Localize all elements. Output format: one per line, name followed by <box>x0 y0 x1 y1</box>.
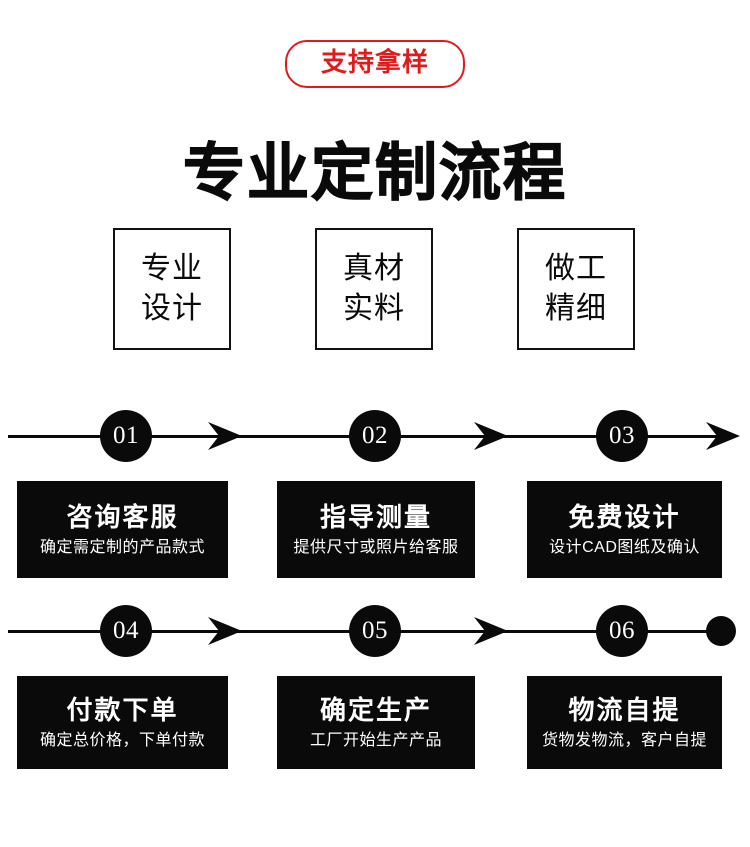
flow-row-first: 01 02 03 <box>0 410 750 462</box>
feature-box-fine-workmanship: 做工 精细 <box>517 228 635 350</box>
step-cards-row-first: 咨询客服 确定需定制的产品款式 指导测量 提供尺寸或照片给客服 免费设计 设计C… <box>0 481 750 578</box>
feature-line-2: 精细 <box>545 292 607 325</box>
step-card-confirm-production: 确定生产 工厂开始生产产品 <box>277 676 475 769</box>
step-card-title: 物流自提 <box>568 695 681 726</box>
step-number-badge-05: 05 <box>349 605 401 657</box>
arrow-right-icon <box>474 420 508 452</box>
step-number-badge-06: 06 <box>596 605 648 657</box>
feature-line-2: 设计 <box>141 292 203 325</box>
step-card-subtitle: 提供尺寸或照片给客服 <box>293 538 459 556</box>
feature-box-professional-design: 专业 设计 <box>113 228 231 350</box>
step-card-subtitle: 确定需定制的产品款式 <box>39 538 205 556</box>
step-card-guided-measurement: 指导测量 提供尺寸或照片给客服 <box>277 481 475 578</box>
step-card-consult-service: 咨询客服 确定需定制的产品款式 <box>17 481 228 578</box>
step-number-badge-04: 04 <box>100 605 152 657</box>
step-card-logistics-pickup: 物流自提 货物发物流，客户自提 <box>527 676 722 769</box>
feature-boxes: 专业 设计 真材 实料 做工 精细 <box>0 228 750 354</box>
page-title-container: 专业定制流程 <box>0 96 750 250</box>
step-card-free-design: 免费设计 设计CAD图纸及确认 <box>527 481 722 578</box>
step-card-title: 免费设计 <box>568 502 681 533</box>
dot-icon <box>706 616 736 646</box>
step-card-title: 付款下单 <box>66 695 179 726</box>
step-card-title: 指导测量 <box>319 502 432 533</box>
step-number-badge-03: 03 <box>596 410 648 462</box>
feature-line-1: 真材 <box>343 252 405 286</box>
step-number-badge-01: 01 <box>100 410 152 462</box>
step-cards-row-second: 付款下单 确定总价格，下单付款 确定生产 工厂开始生产产品 物流自提 货物发物流… <box>0 676 750 769</box>
step-card-title: 确定生产 <box>319 695 432 726</box>
header-badge-container: 支持拿样 <box>0 40 750 88</box>
step-card-title: 咨询客服 <box>66 502 179 533</box>
step-card-payment-order: 付款下单 确定总价格，下单付款 <box>17 676 228 769</box>
sample-support-badge: 支持拿样 <box>284 40 465 88</box>
step-card-subtitle: 货物发物流，客户自提 <box>541 731 707 749</box>
arrow-right-icon <box>474 615 508 647</box>
flow-row-second: 04 05 06 <box>0 605 750 657</box>
step-number-badge-02: 02 <box>349 410 401 462</box>
page-title: 专业定制流程 <box>182 138 567 208</box>
arrow-right-icon <box>706 420 740 452</box>
feature-box-genuine-materials: 真材 实料 <box>315 228 433 350</box>
feature-line-2: 实料 <box>343 292 405 325</box>
step-card-subtitle: 确定总价格，下单付款 <box>39 731 205 749</box>
feature-line-1: 专业 <box>141 252 203 286</box>
arrow-right-icon <box>208 420 242 452</box>
step-card-subtitle: 工厂开始生产产品 <box>309 731 442 749</box>
feature-line-1: 做工 <box>545 252 607 286</box>
step-card-subtitle: 设计CAD图纸及确认 <box>549 538 700 556</box>
arrow-right-icon <box>208 615 242 647</box>
